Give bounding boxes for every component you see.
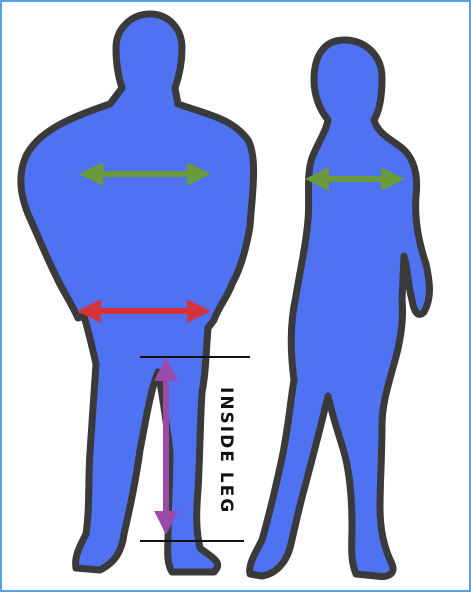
inside-leg-label: INSIDE LEG	[216, 387, 236, 514]
female-silhouette	[250, 40, 430, 577]
inside-leg-label-box: INSIDE LEG	[213, 376, 239, 526]
